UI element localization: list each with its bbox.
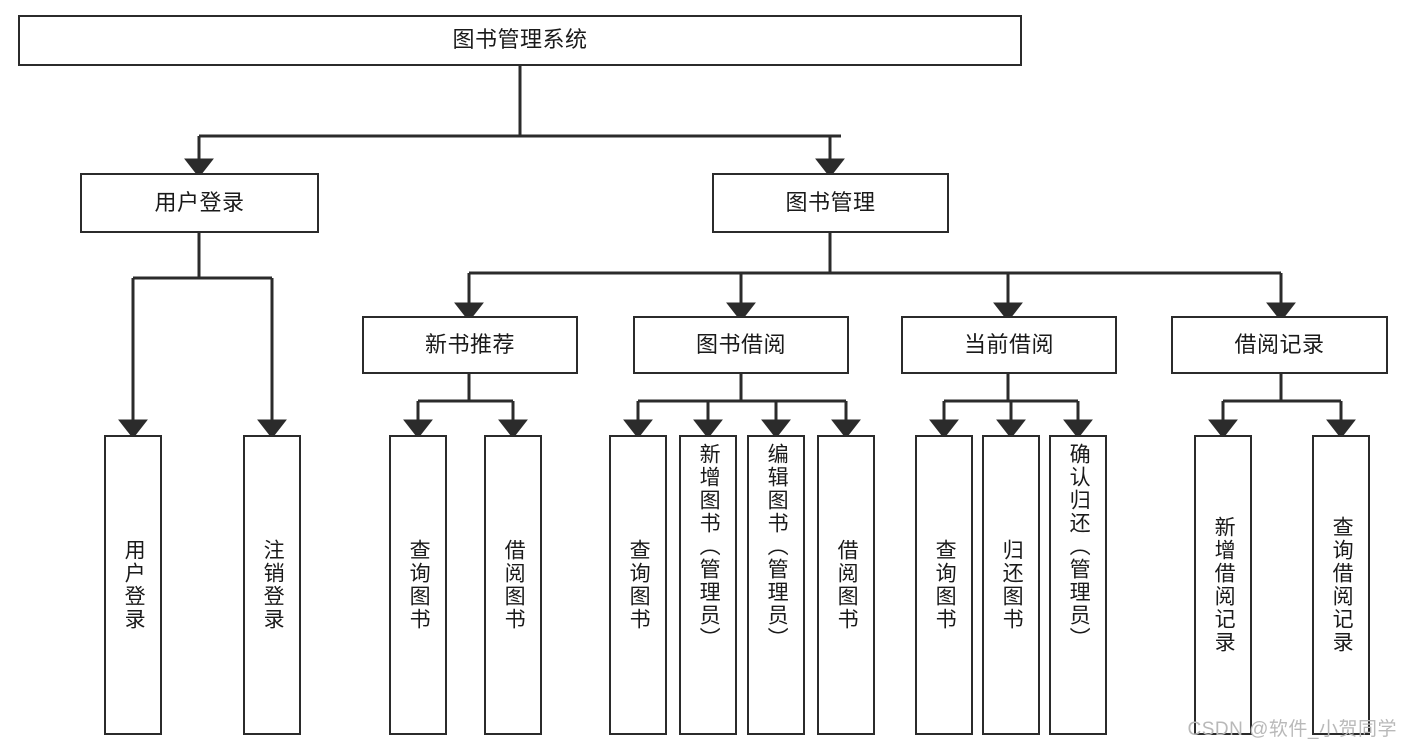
- node-root-system[interactable]: 图书管理系统: [18, 15, 1022, 66]
- node-leaf-edit-book[interactable]: 编辑图书（管理员）: [747, 435, 805, 735]
- node-leaf-confirm-return[interactable]: 确认归还（管理员）: [1049, 435, 1107, 735]
- node-label: 用户登录: [154, 189, 245, 215]
- node-label: 当前借阅: [963, 331, 1054, 357]
- node-leaf-logout[interactable]: 注销登录: [243, 435, 301, 735]
- node-user-login[interactable]: 用户登录: [80, 173, 319, 233]
- node-new-book-recommend[interactable]: 新书推荐: [362, 316, 578, 374]
- node-book-borrow[interactable]: 图书借阅: [633, 316, 849, 374]
- node-leaf-add-record[interactable]: 新增借阅记录: [1194, 435, 1252, 735]
- node-label: 注销登录: [261, 539, 285, 631]
- node-label: 确认归还（管理员）: [1067, 443, 1091, 650]
- node-borrow-record[interactable]: 借阅记录: [1171, 316, 1388, 374]
- node-leaf-query-record[interactable]: 查询借阅记录: [1312, 435, 1370, 735]
- node-leaf-user-login[interactable]: 用户登录: [104, 435, 162, 735]
- node-current-borrow[interactable]: 当前借阅: [901, 316, 1117, 374]
- node-label: 查询图书: [627, 539, 651, 631]
- node-label: 图书管理: [785, 189, 876, 215]
- node-leaf-query-book-1[interactable]: 查询图书: [389, 435, 447, 735]
- node-book-manage[interactable]: 图书管理: [712, 173, 949, 233]
- node-label: 图书借阅: [695, 331, 786, 357]
- node-label: 图书管理系统: [452, 27, 588, 53]
- node-leaf-add-book[interactable]: 新增图书（管理员）: [679, 435, 737, 735]
- node-leaf-query-book-2[interactable]: 查询图书: [609, 435, 667, 735]
- node-label: 查询图书: [407, 539, 431, 631]
- node-label: 查询借阅记录: [1330, 516, 1354, 654]
- node-leaf-borrow-book-2[interactable]: 借阅图书: [817, 435, 875, 735]
- node-label: 借阅图书: [502, 539, 526, 631]
- node-leaf-borrow-book-1[interactable]: 借阅图书: [484, 435, 542, 735]
- node-label: 用户登录: [122, 539, 146, 631]
- node-label: 新书推荐: [424, 331, 515, 357]
- node-label: 新增图书（管理员）: [697, 443, 721, 650]
- csdn-watermark: CSDN @软件_小贺同学: [1187, 719, 1397, 740]
- node-label: 编辑图书（管理员）: [765, 443, 789, 650]
- node-leaf-query-book-3[interactable]: 查询图书: [915, 435, 973, 735]
- node-label: 新增借阅记录: [1212, 516, 1236, 654]
- node-label: 归还图书: [1000, 539, 1024, 631]
- node-label: 查询图书: [933, 539, 957, 631]
- node-leaf-return-book[interactable]: 归还图书: [982, 435, 1040, 735]
- node-label: 借阅图书: [835, 539, 859, 631]
- node-label: 借阅记录: [1234, 331, 1325, 357]
